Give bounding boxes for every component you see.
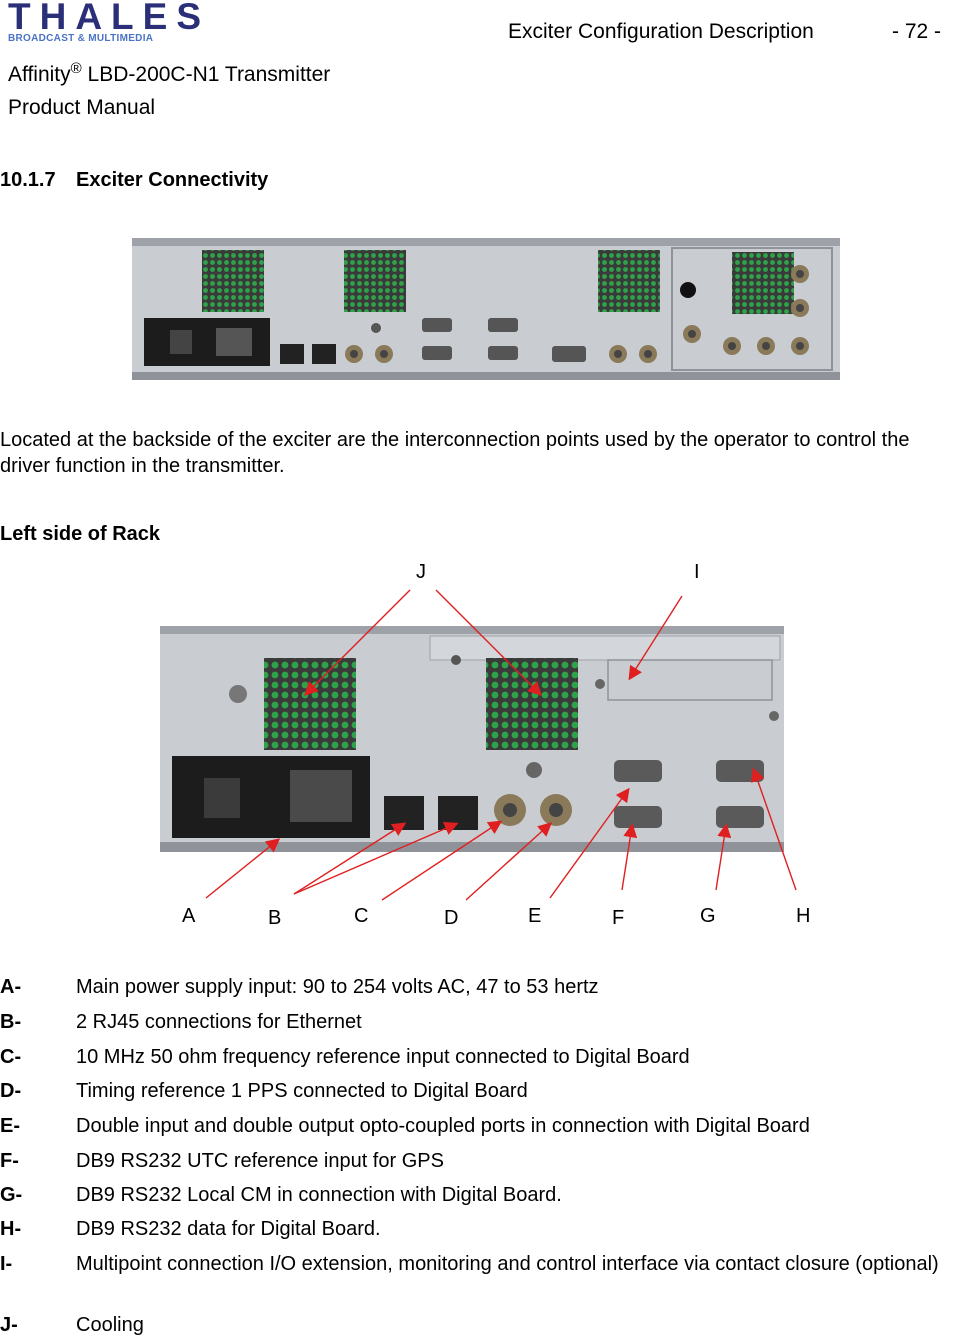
fan-icon — [344, 250, 406, 312]
callout-label-h: H — [796, 905, 810, 927]
section-heading: 10.1.7 Exciter Connectivity — [0, 169, 268, 192]
fan-icon — [202, 250, 264, 312]
callout-label-b: B — [268, 907, 281, 929]
logo-wordmark: THALES — [8, 0, 210, 37]
db9-port-icon — [488, 318, 518, 332]
callout-label-a: A — [182, 905, 196, 927]
db9-port-icon — [716, 806, 764, 828]
db9-port-icon — [614, 760, 662, 782]
db9-port-icon — [488, 346, 518, 360]
callout-label-j: J — [416, 561, 426, 583]
fan-icon — [486, 658, 578, 750]
registered-mark: ® — [70, 60, 82, 77]
ground-screw-icon — [229, 685, 247, 703]
db9-port-icon — [422, 318, 452, 332]
fan-icon — [598, 250, 660, 312]
page-number: - 72 - — [892, 20, 942, 43]
document-title: Exciter Configuration Description — [508, 20, 814, 43]
callout-label-c: C — [354, 905, 368, 927]
left-rack-annotated-photo: J I A B C D E F G H — [160, 561, 810, 929]
callout-label-e: E — [528, 905, 541, 927]
section-number: 10.1.7 — [0, 169, 56, 191]
thales-logo: THALES BROADCAST & MULTIMEDIA — [8, 0, 236, 44]
manual-name: Product Manual — [8, 96, 156, 119]
product-name: Affinity® LBD-200C-N1 Transmitter — [8, 60, 331, 86]
callout-label-f: F — [612, 907, 624, 929]
fan-icon — [732, 252, 794, 314]
db9-port-icon — [552, 346, 586, 362]
db9-port-icon — [422, 346, 452, 360]
subheading-left-side: Left side of Rack — [0, 523, 161, 545]
callout-arrows — [205, 589, 797, 901]
fan-icon — [264, 658, 356, 750]
rj45-port-icon — [438, 796, 478, 830]
rj45-port-icon — [384, 796, 424, 830]
rj45-port-icon — [312, 344, 336, 364]
section-title: Exciter Connectivity — [76, 169, 269, 191]
intro-paragraph: Located at the backside of the exciter a… — [0, 429, 910, 477]
rj45-port-icon — [280, 344, 304, 364]
callout-label-i: I — [694, 561, 700, 583]
exciter-rear-panel-photo — [132, 238, 840, 380]
callout-label-g: G — [700, 905, 716, 927]
db9-port-icon — [614, 806, 662, 828]
logo-tagline: BROADCAST & MULTIMEDIA — [8, 33, 154, 44]
callout-label-d: D — [444, 907, 458, 929]
